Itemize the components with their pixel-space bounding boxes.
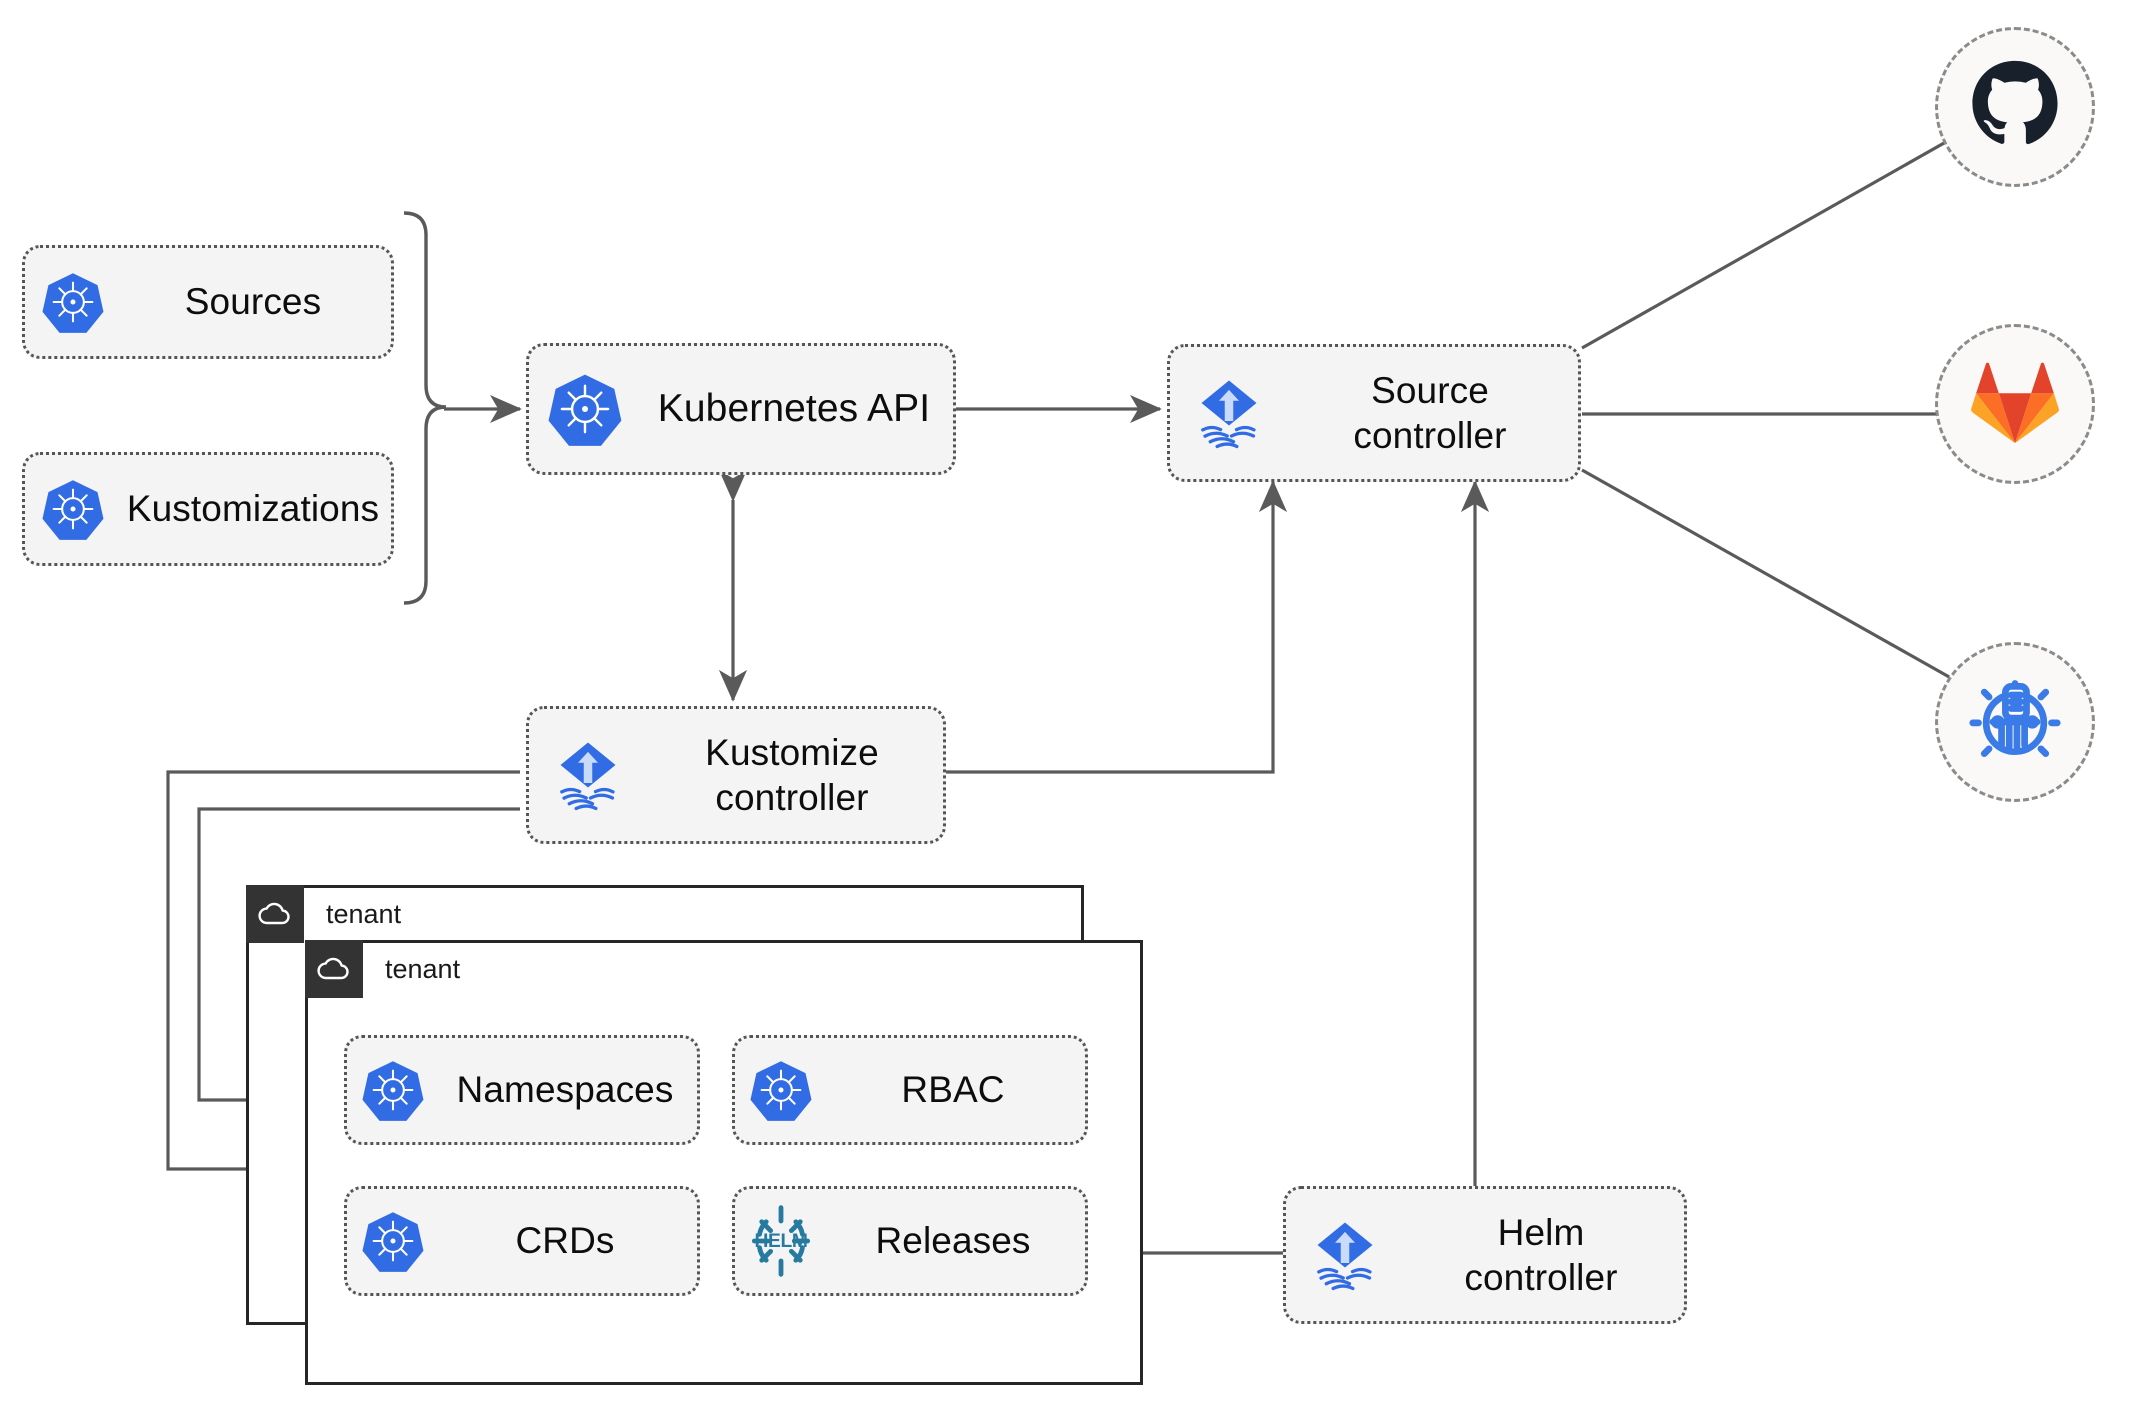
node-source-controller[interactable]: Source controller [1167,344,1581,482]
node-label: Kubernetes API [657,387,931,431]
node-label: Kustomizations [126,488,380,530]
wire-kustomize-controller-to-source-controller [945,480,1288,774]
provider-gitlab[interactable] [1935,324,2095,484]
svg-text:HELM: HELM [754,1231,807,1252]
node-label: RBAC [901,1069,1005,1111]
node-helm-controller[interactable]: Helm controller [1283,1186,1687,1324]
tenant-title: tenant [385,953,461,984]
provider-github[interactable] [1935,27,2095,187]
node-label: CRDs [515,1220,615,1262]
kubernetes-icon [529,372,641,446]
helm-repository-icon [1967,672,2063,773]
wire-source-controller-to-github [1581,115,1992,350]
tenant-window-front[interactable]: tenant Namespaces [305,940,1143,1385]
kubernetes-icon [735,1059,827,1121]
node-label: Namespaces [456,1069,674,1111]
wire-source-controller-to-helm-repository [1581,468,1992,702]
cloud-icon [305,940,363,998]
kubernetes-icon [347,1059,439,1121]
node-kubernetes-api[interactable]: Kubernetes API [526,343,956,475]
gitlab-icon [1971,360,2059,449]
node-label: Sources [184,281,322,323]
node-label: Releases [875,1220,1031,1262]
github-icon [1969,59,2061,156]
flux-icon [1286,1215,1404,1295]
helm-icon: HELM [735,1204,827,1278]
flux-icon [1170,373,1288,453]
tenant-title: tenant [326,898,402,929]
provider-helm-repository[interactable] [1935,642,2095,802]
node-sources[interactable]: Sources [22,245,394,359]
group-bracket [403,211,447,605]
node-label: Source controller [1353,369,1507,456]
node-kustomizations[interactable]: Kustomizations [22,452,394,566]
node-namespaces[interactable]: Namespaces [344,1035,700,1145]
kubernetes-icon [347,1210,439,1272]
node-label: Helm controller [1464,1211,1618,1298]
kubernetes-icon [25,478,121,540]
node-label: Kustomize controller [705,731,879,818]
node-kustomize-controller[interactable]: Kustomize controller [526,706,946,844]
tenant-titlebar: tenant [246,885,401,943]
node-releases[interactable]: HELM Releases [732,1186,1088,1296]
flux-icon [529,735,647,815]
cloud-icon [246,885,304,943]
node-crds[interactable]: CRDs [344,1186,700,1296]
node-rbac[interactable]: RBAC [732,1035,1088,1145]
tenant-titlebar: tenant [305,940,460,998]
kubernetes-icon [25,271,121,333]
